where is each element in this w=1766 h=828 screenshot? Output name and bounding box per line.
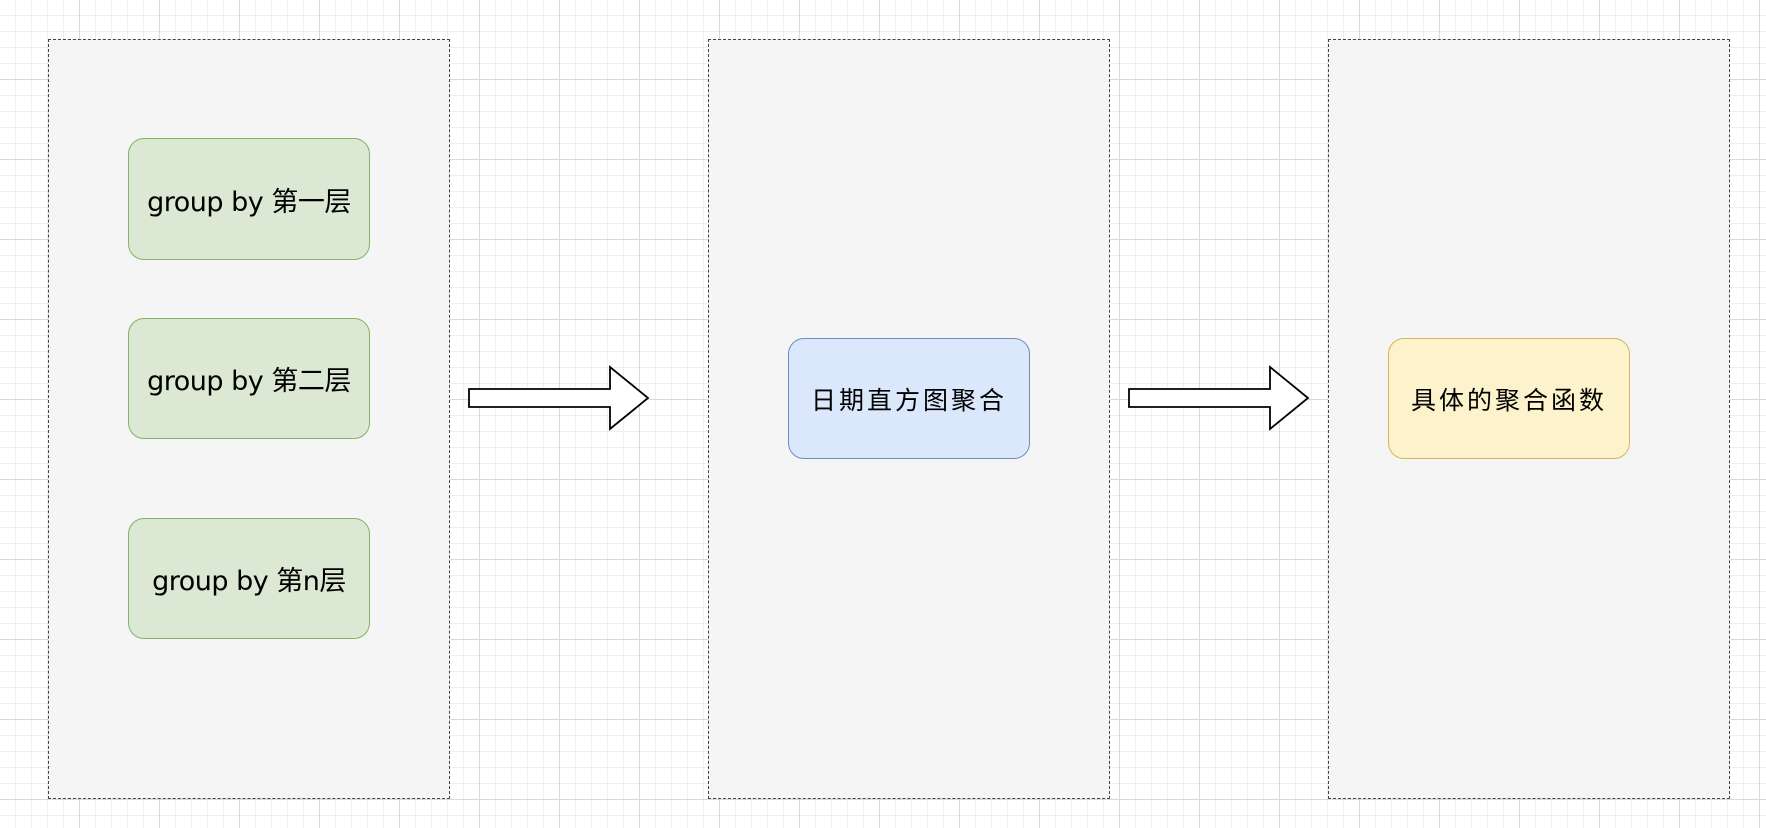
arrow-shape (1128, 365, 1310, 431)
right-block-arrow-icon[interactable] (1128, 365, 1310, 431)
node-label: 具体的聚合函数 (1410, 385, 1607, 415)
node-specific-aggregation-function[interactable]: 具体的聚合函数 (1388, 338, 1630, 459)
node-label: group by 第二层 (147, 366, 351, 397)
arrow-shape (468, 365, 650, 431)
node-date-histogram-aggregation[interactable]: 日期直方图聚合 (788, 338, 1030, 459)
node-label: group by 第n层 (152, 566, 346, 597)
node-label: group by 第一层 (147, 186, 351, 218)
node-group-by-layer-n[interactable]: group by 第n层 (128, 518, 370, 639)
node-group-by-layer-1[interactable]: group by 第一层 (128, 138, 370, 260)
node-label: 日期直方图聚合 (810, 385, 1007, 415)
node-group-by-layer-2[interactable]: group by 第二层 (128, 318, 370, 439)
right-block-arrow-icon[interactable] (468, 365, 650, 431)
